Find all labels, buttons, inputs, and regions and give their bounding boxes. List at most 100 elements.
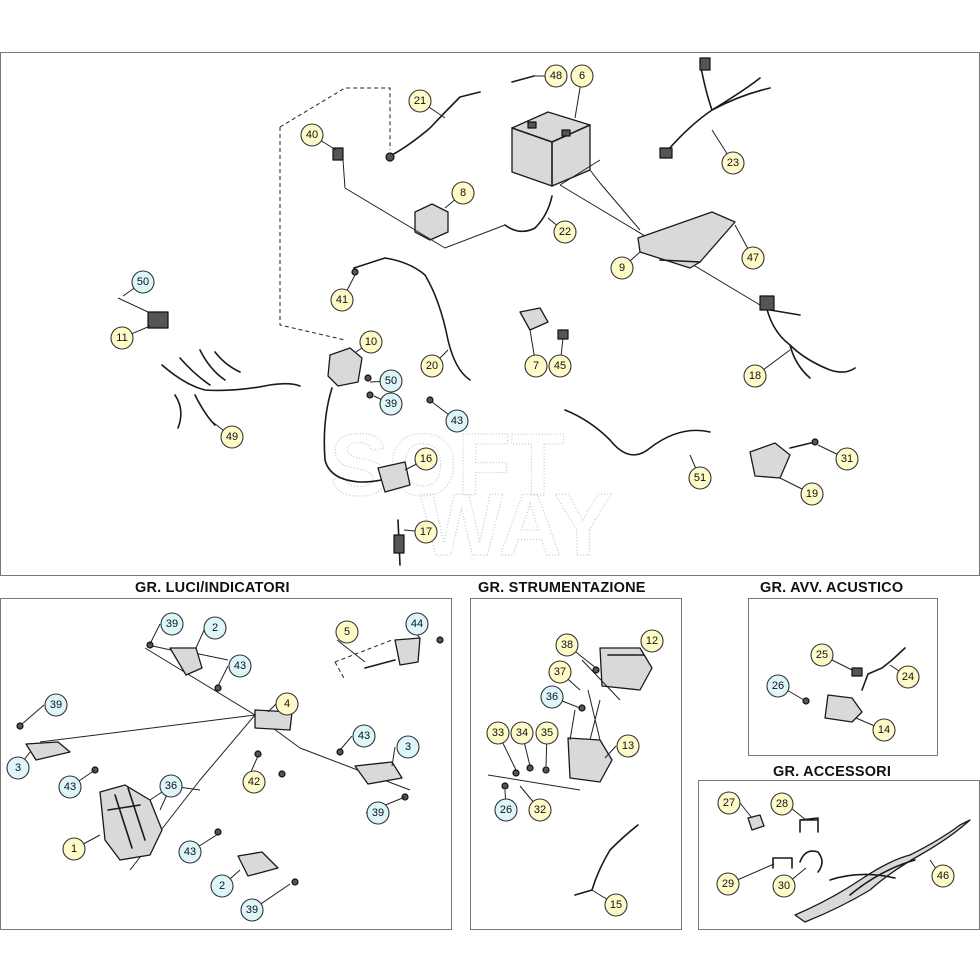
callout: 18 — [743, 364, 767, 388]
svg-text:27: 27 — [723, 797, 735, 809]
callout: 43 — [228, 654, 252, 678]
callout: 23 — [721, 151, 745, 175]
callout: 47 — [741, 246, 765, 270]
callout: 1 — [62, 837, 86, 861]
callout: 43 — [445, 409, 469, 433]
svg-text:38: 38 — [561, 639, 573, 651]
callout: 41 — [330, 288, 354, 312]
callout: 3 — [396, 735, 420, 759]
svg-text:4: 4 — [284, 698, 290, 710]
svg-text:11: 11 — [116, 332, 127, 344]
callout: 5 — [335, 620, 359, 644]
accessory-parts — [727, 802, 971, 923]
svg-text:45: 45 — [554, 360, 566, 372]
callout: 8 — [451, 181, 475, 205]
main-parts — [117, 57, 856, 566]
svg-text:46: 46 — [937, 870, 949, 882]
callout: 20 — [420, 354, 444, 378]
callout: 9 — [610, 256, 634, 280]
svg-text:7: 7 — [533, 360, 539, 372]
svg-text:48: 48 — [550, 70, 562, 82]
svg-text:43: 43 — [184, 846, 196, 858]
svg-text:43: 43 — [234, 660, 246, 672]
svg-text:2: 2 — [219, 880, 225, 892]
svg-text:25: 25 — [816, 649, 828, 661]
svg-text:17: 17 — [420, 526, 432, 538]
callout: 2 — [210, 874, 234, 898]
callout: 39 — [366, 801, 390, 825]
callout: 36 — [159, 774, 183, 798]
svg-text:50: 50 — [137, 276, 149, 288]
callout: 50 — [131, 270, 155, 294]
svg-text:51: 51 — [694, 472, 706, 484]
callout: 2 — [203, 616, 227, 640]
svg-text:26: 26 — [500, 804, 512, 816]
callout: 3 — [6, 756, 30, 780]
callout: 50 — [379, 369, 403, 393]
callouts-main: 48 6 21 23 40 8 22 47 9 50 11 41 10 50 2… — [110, 64, 859, 544]
svg-text:50: 50 — [385, 375, 397, 387]
svg-text:39: 39 — [385, 398, 397, 410]
horn-parts — [779, 647, 909, 731]
callout: 43 — [58, 775, 82, 799]
svg-text:39: 39 — [50, 699, 62, 711]
callout: 26 — [766, 674, 790, 698]
callout: 39 — [160, 612, 184, 636]
svg-text:44: 44 — [411, 618, 423, 630]
svg-text:29: 29 — [722, 878, 734, 890]
svg-text:5: 5 — [344, 626, 350, 638]
callout: 40 — [300, 123, 324, 147]
svg-text:43: 43 — [64, 781, 76, 793]
callout: 31 — [835, 447, 859, 471]
section-title-horn: GR. AVV. ACUSTICO — [757, 580, 907, 596]
callout: 17 — [414, 520, 438, 544]
lights-parts — [16, 623, 444, 911]
svg-text:14: 14 — [878, 724, 890, 736]
svg-text:20: 20 — [426, 360, 438, 372]
callout: 30 — [772, 874, 796, 898]
svg-text:40: 40 — [306, 129, 318, 141]
callout: 27 — [717, 791, 741, 815]
svg-text:49: 49 — [226, 431, 238, 443]
section-title-lights: GR. LUCI/INDICATORI — [132, 580, 293, 596]
svg-text:22: 22 — [559, 226, 571, 238]
svg-text:32: 32 — [534, 804, 546, 816]
battery-part — [511, 111, 591, 187]
svg-text:12: 12 — [646, 635, 658, 647]
callouts-accessories: 27 28 29 30 46 — [716, 791, 955, 898]
svg-text:39: 39 — [372, 807, 384, 819]
watermark: SOFT WAY — [329, 414, 613, 574]
callout: 32 — [528, 798, 552, 822]
callout: 12 — [640, 629, 664, 653]
callout: 39 — [44, 693, 68, 717]
svg-text:28: 28 — [776, 798, 788, 810]
section-title-accessories: GR. ACCESSORI — [770, 764, 895, 780]
callout: 10 — [359, 330, 383, 354]
callout: 11 — [110, 326, 134, 350]
svg-text:39: 39 — [246, 904, 258, 916]
callout: 28 — [770, 792, 794, 816]
svg-text:43: 43 — [451, 415, 463, 427]
callout: 43 — [352, 724, 376, 748]
watermark-line-1: SOFT — [330, 415, 565, 514]
callout: 49 — [220, 425, 244, 449]
callout: 7 — [524, 354, 548, 378]
callout: 29 — [716, 872, 740, 896]
callout: 4 — [275, 692, 299, 716]
callout: 13 — [616, 734, 640, 758]
callout: 37 — [548, 660, 572, 684]
svg-text:36: 36 — [165, 780, 177, 792]
svg-text:21: 21 — [414, 95, 426, 107]
svg-text:42: 42 — [248, 776, 260, 788]
svg-text:15: 15 — [610, 899, 622, 911]
callout: 35 — [535, 721, 559, 745]
svg-text:26: 26 — [772, 680, 784, 692]
callout: 45 — [548, 354, 572, 378]
svg-text:41: 41 — [336, 294, 348, 306]
svg-text:13: 13 — [622, 740, 634, 752]
callout: 51 — [688, 466, 712, 490]
callout: 33 — [486, 721, 510, 745]
svg-text:16: 16 — [420, 453, 432, 465]
callout: 39 — [379, 392, 403, 416]
callout: 42 — [242, 770, 266, 794]
